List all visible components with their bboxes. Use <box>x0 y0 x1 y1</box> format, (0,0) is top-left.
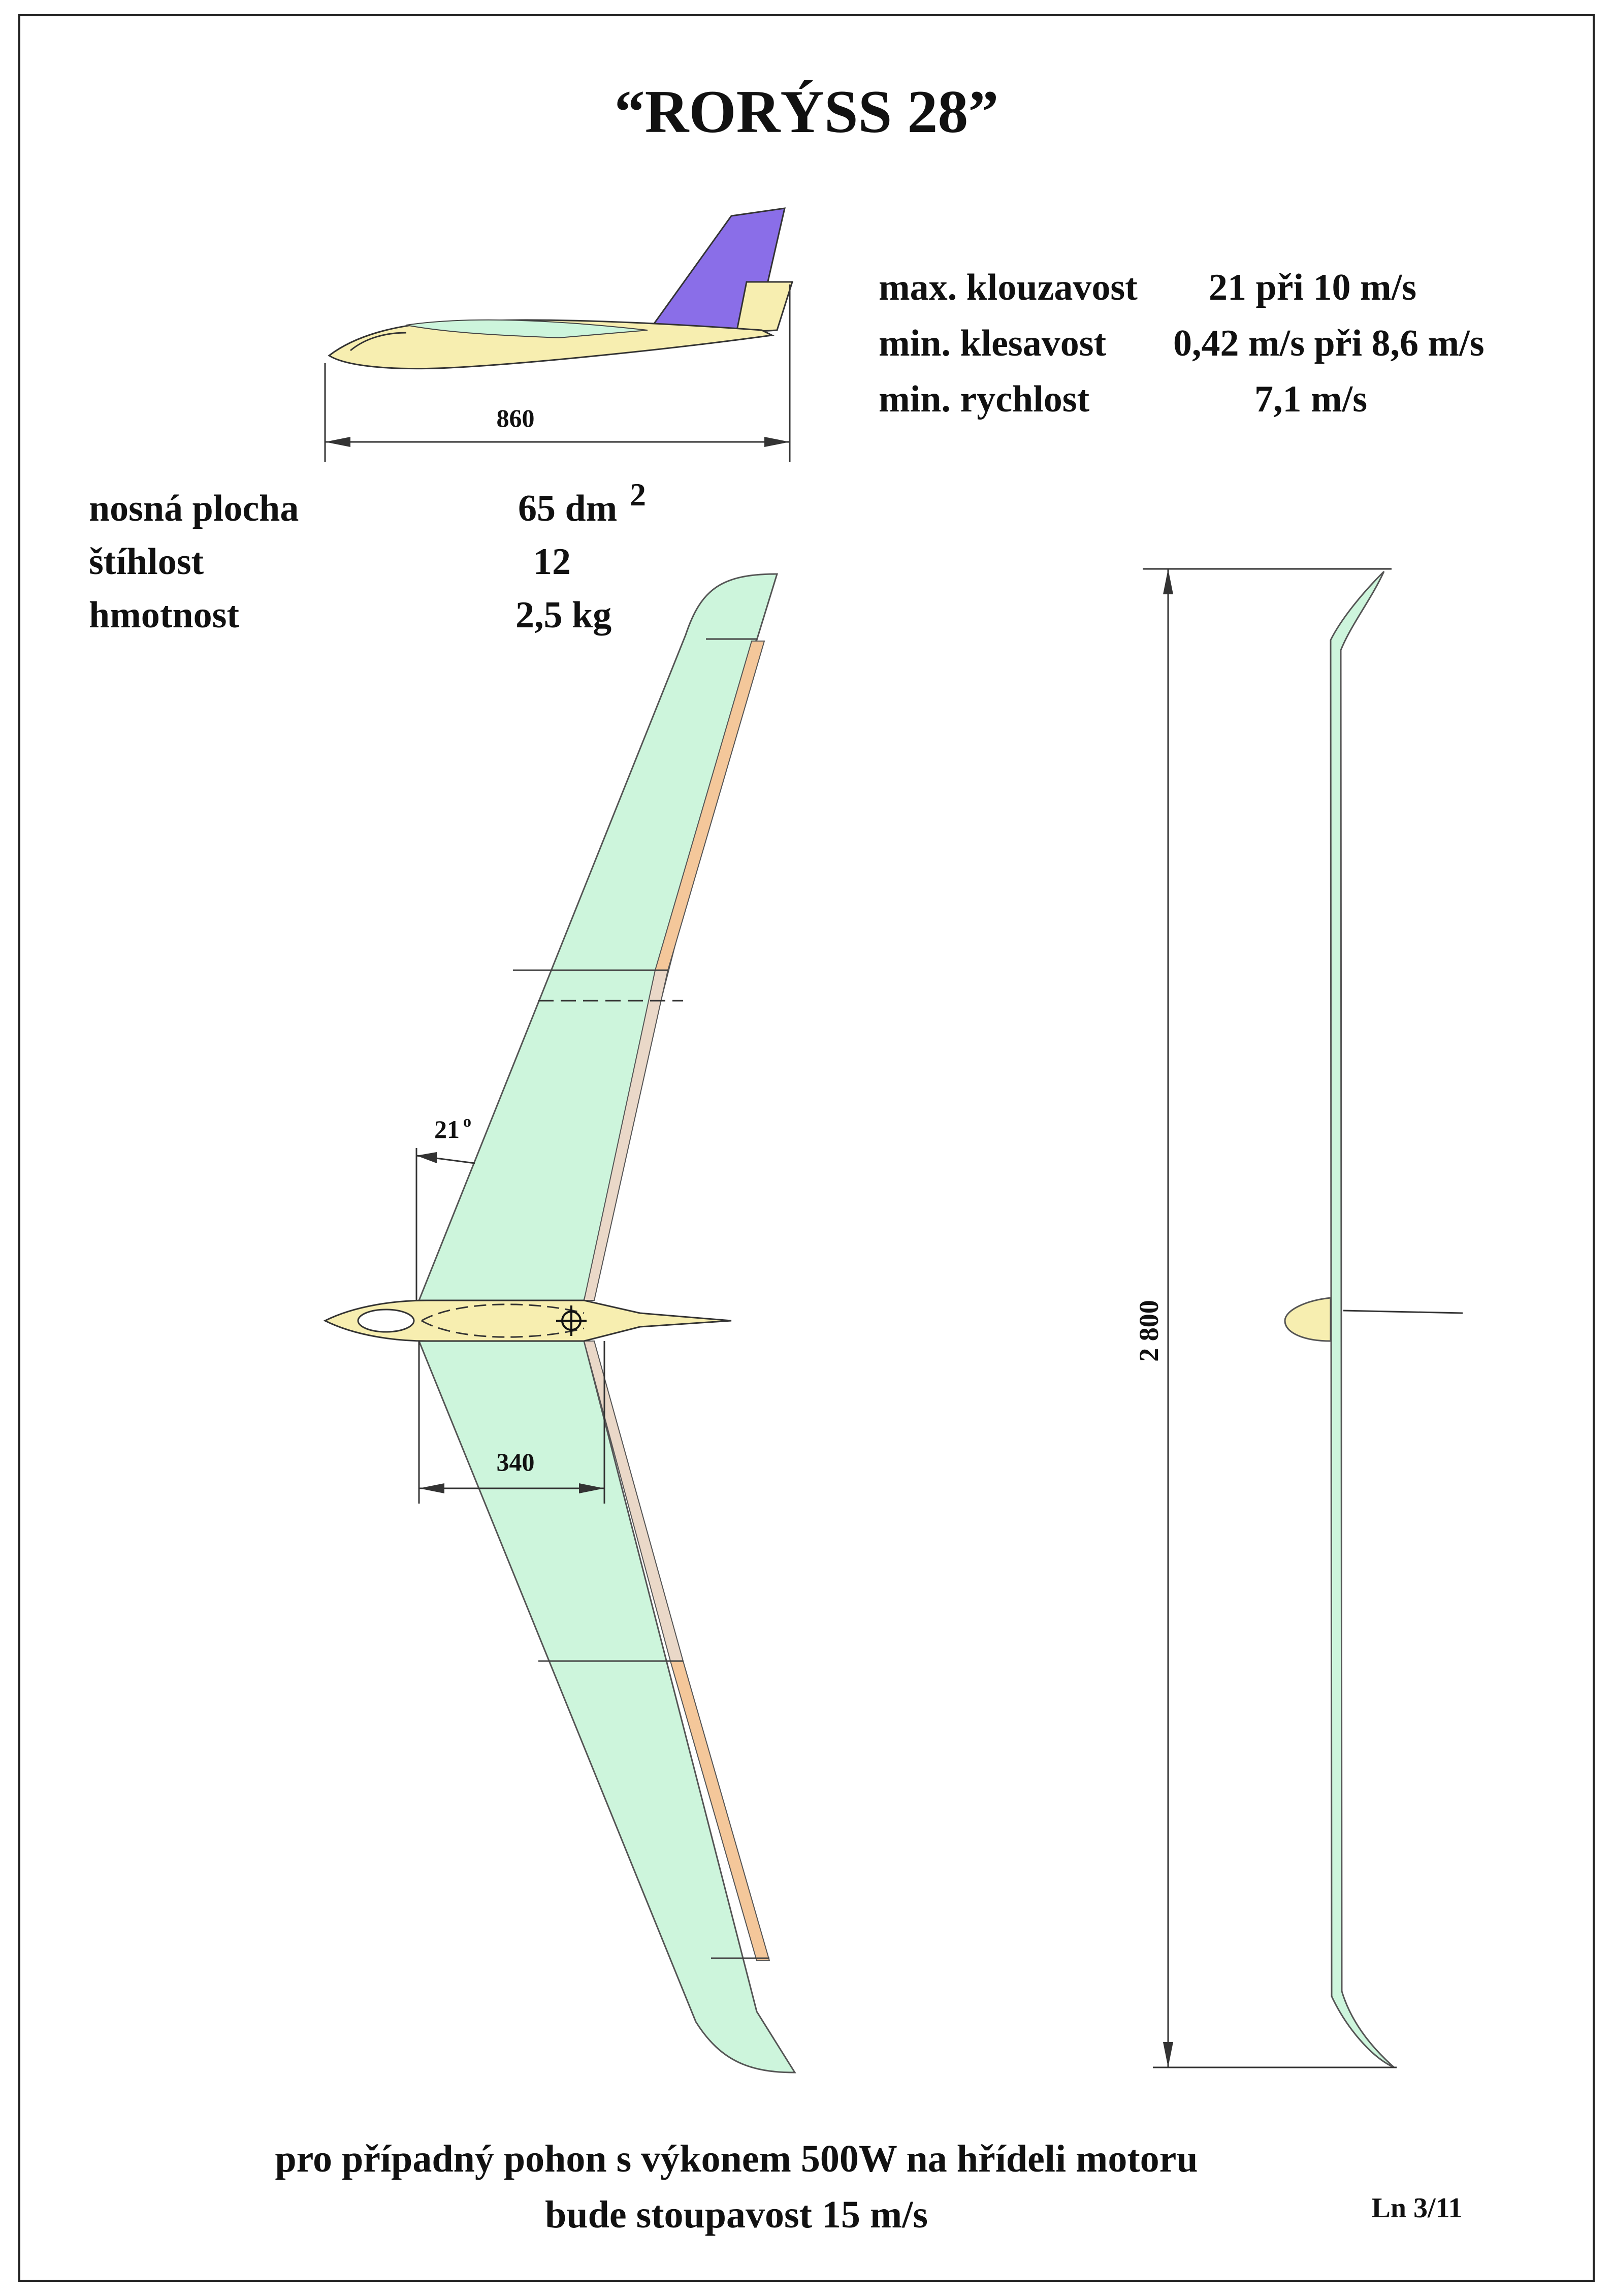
front-fuselage <box>1284 1297 1332 1342</box>
side-canopy <box>350 332 407 352</box>
perf-value-glide: 21 při 10 m/s <box>1209 267 1416 308</box>
specs-block: nosná plocha 65 dm 2 štíhlost 12 hmotnos… <box>89 476 646 636</box>
fuselage-length-label: 860 <box>497 404 535 432</box>
root-chord-label: 340 <box>497 1448 535 1476</box>
sweep-degree-mark: o <box>463 1112 471 1130</box>
lower-wing-panel <box>417 1340 796 2074</box>
spec-label-mass: hmotnost <box>89 594 239 636</box>
spec-value-area: 65 dm <box>518 488 617 529</box>
spec-value-mass: 2,5 kg <box>515 594 611 636</box>
perf-label-sink: min. klesavost <box>879 323 1107 364</box>
side-view: 860 <box>324 207 794 462</box>
spec-label-aspect: štíhlost <box>89 541 204 583</box>
spec-value-aspect: 12 <box>533 541 571 583</box>
perf-value-sink: 0,42 m/s při 8,6 m/s <box>1173 323 1485 364</box>
top-view: 21 o 340 <box>323 573 796 2074</box>
drawing-title: “RORÝSS 28” <box>615 78 999 145</box>
spec-label-area: nosná plocha <box>89 488 299 529</box>
sweep-angle-label: 21 <box>434 1115 460 1143</box>
perf-value-minspeed: 7,1 m/s <box>1254 378 1367 420</box>
footer-line-2: bude stoupavost 15 m/s <box>545 2193 928 2236</box>
perf-label-glide: max. klouzavost <box>879 267 1138 308</box>
footer-line-1: pro případný pohon s výkonem 500W na hří… <box>275 2138 1198 2180</box>
front-view: 2 800 <box>1134 568 1463 2068</box>
performance-block: max. klouzavost 21 při 10 m/s min. klesa… <box>879 267 1485 420</box>
side-wing-root <box>406 319 648 339</box>
spec-area-exponent: 2 <box>630 476 646 513</box>
top-fuselage <box>323 1299 732 1342</box>
front-wing <box>1330 570 1395 2068</box>
top-canopy <box>357 1309 415 1333</box>
perf-label-minspeed: min. rychlost <box>879 378 1090 420</box>
front-stabilizer <box>1343 1310 1463 1314</box>
side-tail <box>735 281 794 334</box>
upper-wing-panel <box>417 573 779 1301</box>
sheet-border <box>18 14 1595 2282</box>
span-label: 2 800 <box>1134 1300 1164 1362</box>
sheet-reference: Ln 3/11 <box>1372 2192 1463 2224</box>
